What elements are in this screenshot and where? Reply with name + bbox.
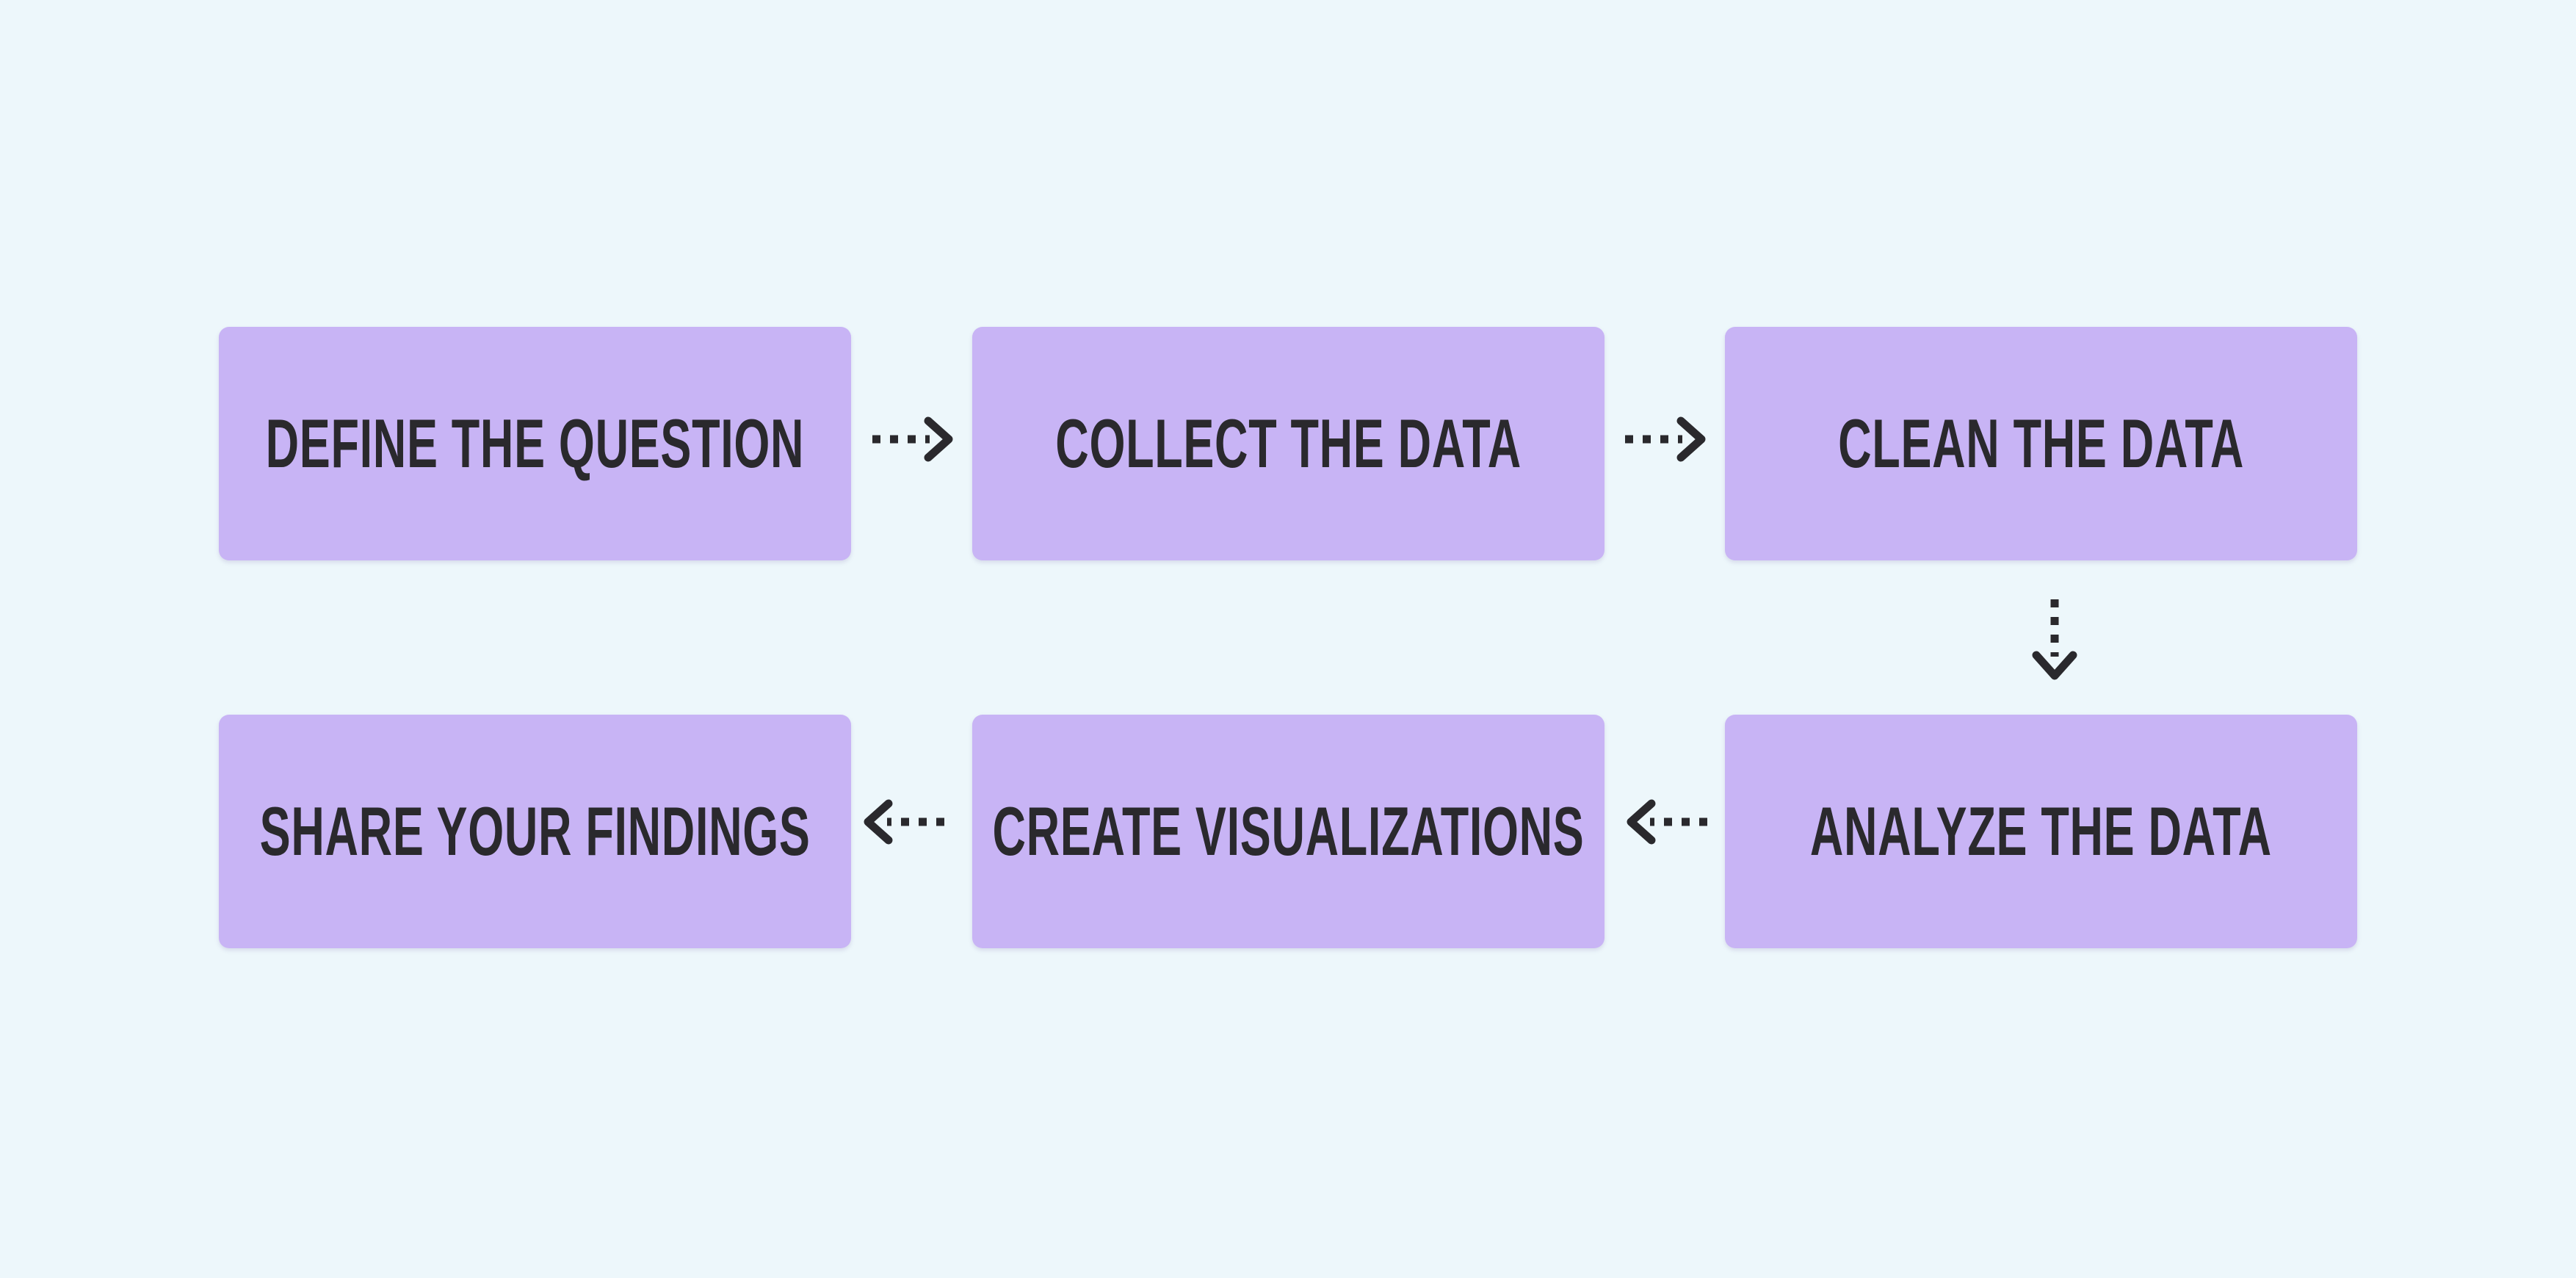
node-create-visualizations: CREATE VISUALIZATIONS [972, 715, 1604, 948]
node-analyze-the-data: ANALYZE THE DATA [1725, 715, 2357, 948]
node-share-your-findings: SHARE YOUR FINDINGS [219, 715, 851, 948]
node-clean-the-data: CLEAN THE DATA [1725, 327, 2357, 560]
node-label: DEFINE THE QUESTION [265, 405, 805, 482]
node-label: ANALYZE THE DATA [1810, 793, 2272, 870]
node-define-the-question: DEFINE THE QUESTION [219, 327, 851, 560]
dotted-arrow-down-icon [2031, 596, 2078, 682]
node-label: COLLECT THE DATA [1055, 405, 1522, 482]
node-label: SHARE YOUR FINDINGS [259, 793, 811, 870]
node-label: CLEAN THE DATA [1838, 405, 2244, 482]
node-collect-the-data: COLLECT THE DATA [972, 327, 1604, 560]
dotted-arrow-left-icon [1625, 798, 1710, 845]
node-label: CREATE VISUALIZATIONS [992, 793, 1585, 870]
dotted-arrow-right-icon [869, 416, 955, 463]
dotted-arrow-right-icon [1622, 416, 1707, 463]
dotted-arrow-left-icon [862, 798, 947, 845]
